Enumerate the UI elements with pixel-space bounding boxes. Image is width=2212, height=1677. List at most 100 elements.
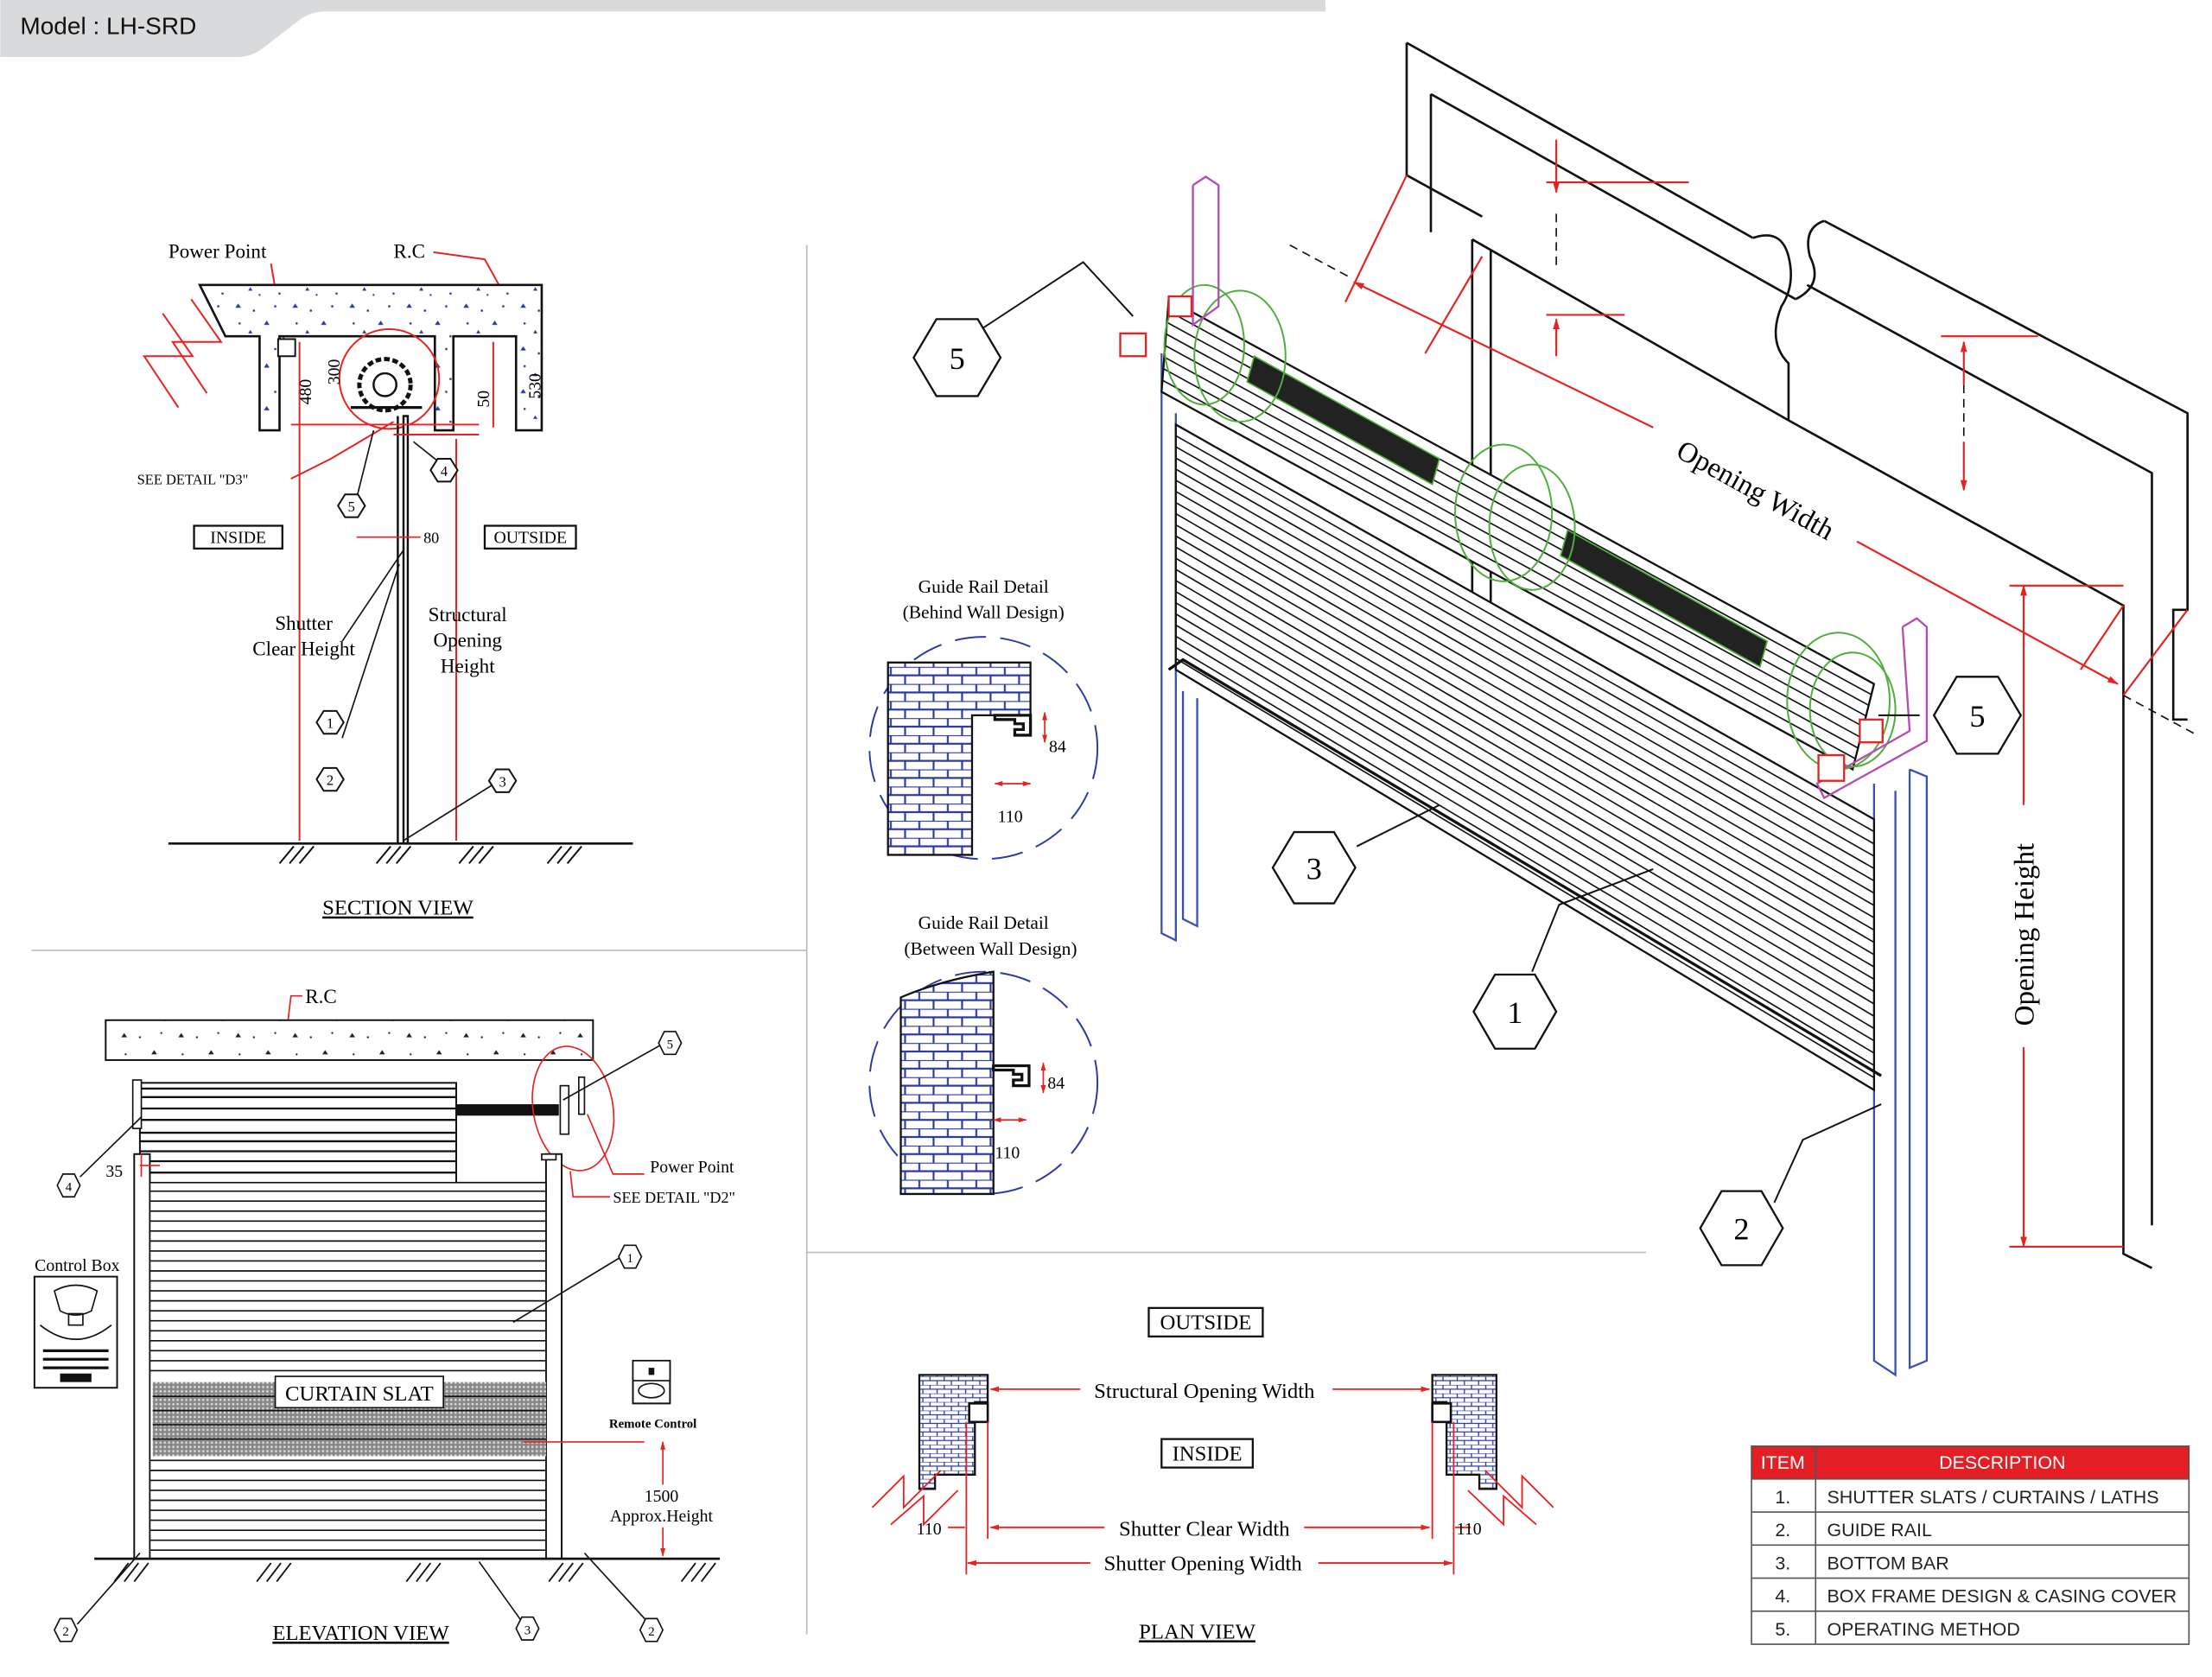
iso-callout-5-left: 5 bbox=[912, 318, 1002, 397]
guide-rail-detail-title: Guide Rail Detail bbox=[918, 576, 1049, 597]
section-power-point-label: Power Point bbox=[168, 239, 267, 262]
curtain-slats bbox=[149, 1190, 546, 1552]
elevation-callout-3: 3 bbox=[515, 1616, 540, 1641]
iso-brackets bbox=[1192, 175, 1929, 800]
model-header: Model : LH-SRD bbox=[0, 0, 1325, 57]
outside-label: OUTSIDE bbox=[493, 528, 567, 547]
drum bbox=[357, 357, 413, 413]
see-detail-d2: SEE DETAIL "D2" bbox=[613, 1189, 735, 1206]
table-row: 1. SHUTTER SLATS / CURTAINS / LATHS bbox=[1751, 1477, 2190, 1508]
plan-left-wall bbox=[918, 1374, 989, 1490]
structural-opening-height-2: Opening bbox=[433, 629, 502, 651]
section-callout-1: 1 bbox=[315, 709, 345, 735]
guide-rail-detail-behind: Guide Rail Detail (Behind Wall Design) 8… bbox=[868, 576, 1099, 861]
power-point-box bbox=[276, 338, 296, 358]
table-row: 2. GUIDE RAIL bbox=[1751, 1511, 2190, 1540]
section-rc-label: R.C bbox=[393, 239, 425, 262]
table-row: 3.BOTTOM BAR bbox=[1751, 1544, 2190, 1573]
section-view-title: SECTION VIEW bbox=[322, 897, 474, 920]
elevation-callout-2-right: 2 bbox=[639, 1617, 664, 1642]
dim-80: 80 bbox=[423, 529, 439, 546]
opening-width-label: Opening Width bbox=[1671, 435, 1840, 547]
svg-text:1: 1 bbox=[626, 1252, 632, 1266]
item-number: 1. bbox=[1775, 1487, 1790, 1508]
svg-text:2: 2 bbox=[62, 1625, 68, 1639]
dim-35: 35 bbox=[105, 1162, 123, 1181]
iso-callout-5-right: 5 bbox=[1932, 676, 2023, 755]
hatch-line bbox=[690, 1562, 707, 1583]
rc-beam bbox=[198, 283, 543, 432]
svg-text:2: 2 bbox=[327, 772, 334, 789]
svg-text:1: 1 bbox=[327, 715, 334, 732]
drum-line bbox=[1161, 379, 1856, 759]
structural-opening-height-1: Structural bbox=[429, 603, 507, 626]
curtain-section bbox=[402, 415, 410, 845]
iso-curtain bbox=[1174, 422, 1876, 1092]
outside-label-box bbox=[483, 524, 577, 550]
hatch-line bbox=[416, 1562, 432, 1583]
shutter-clear-height-1: Shutter bbox=[275, 612, 333, 634]
brick-wall bbox=[887, 661, 1032, 856]
iso-slat bbox=[1175, 580, 1875, 993]
structural-opening-width: Structural Opening Width bbox=[1094, 1380, 1315, 1403]
item-number: 2. bbox=[1775, 1520, 1790, 1540]
iso-callout-3: 3 bbox=[1271, 830, 1357, 905]
elevation-callout-2-left: 2 bbox=[54, 1617, 79, 1642]
coil-box bbox=[138, 1082, 457, 1187]
guide-rail-detail-subtitle: (Behind Wall Design) bbox=[903, 602, 1065, 623]
elevation-rc-label: R.C bbox=[305, 985, 337, 1007]
elevation-view-title: ELEVATION VIEW bbox=[272, 1622, 449, 1645]
svg-text:5: 5 bbox=[667, 1039, 673, 1052]
parts-table-header bbox=[1751, 1445, 2190, 1479]
table-row: 5.OPERATING METHOD bbox=[1751, 1610, 2190, 1640]
iso-slat bbox=[1175, 635, 1875, 1054]
item-description: BOX FRAME DESIGN & CASING COVER bbox=[1827, 1586, 2177, 1607]
iso-callout-2: 2 bbox=[1699, 1190, 1784, 1267]
elevation-callout-1: 1 bbox=[618, 1244, 643, 1269]
hatch-line bbox=[680, 1562, 696, 1583]
approx-height-value: 1500 bbox=[645, 1487, 679, 1506]
hatch-line bbox=[548, 1562, 564, 1583]
header-tab bbox=[0, 0, 1325, 57]
iso-slat bbox=[1175, 602, 1875, 1017]
section-callout-2: 2 bbox=[315, 766, 345, 792]
iso-slat bbox=[1175, 624, 1875, 1042]
curtain-slat-label-box bbox=[274, 1375, 444, 1409]
item-description: SHUTTER SLATS / CURTAINS / LATHS bbox=[1827, 1487, 2158, 1508]
left-guide-rail bbox=[133, 1153, 151, 1560]
svg-text:2: 2 bbox=[1733, 1212, 1749, 1247]
svg-text:4: 4 bbox=[441, 463, 448, 480]
inside-label-box bbox=[193, 524, 283, 550]
plan-dim-left: 110 bbox=[917, 1520, 942, 1539]
section-callout-5: 5 bbox=[336, 493, 366, 518]
approx-height-label: Approx.Height bbox=[610, 1507, 714, 1526]
coil-lines bbox=[139, 1087, 457, 1174]
hatch-line bbox=[265, 1562, 282, 1583]
svg-text:5: 5 bbox=[950, 341, 965, 376]
elevation-callout-4: 4 bbox=[56, 1173, 81, 1198]
item-number: 3. bbox=[1775, 1553, 1790, 1573]
iso-slat bbox=[1175, 468, 1875, 869]
svg-text:5: 5 bbox=[1969, 699, 1985, 734]
guide-rail-detail-title: Guide Rail Detail bbox=[918, 912, 1049, 933]
iso-slat bbox=[1175, 446, 1875, 845]
guide-rail-detail-subtitle: (Between Wall Design) bbox=[904, 938, 1077, 959]
iso-motor-mounts bbox=[1119, 295, 1884, 782]
plan-inside-label: INSIDE bbox=[1173, 1442, 1243, 1465]
detail-d2-circle bbox=[531, 1045, 615, 1172]
iso-slat bbox=[1175, 569, 1875, 981]
control-box-icon bbox=[33, 1275, 118, 1389]
plan-outside-label: OUTSIDE bbox=[1160, 1312, 1252, 1335]
hatch-line bbox=[133, 1562, 149, 1583]
iso-slat bbox=[1175, 657, 1875, 1079]
item-description: GUIDE RAIL bbox=[1827, 1520, 1932, 1540]
header-item: ITEM bbox=[1761, 1452, 1805, 1473]
dim-110: 110 bbox=[998, 808, 1023, 827]
plan-view-title: PLAN VIEW bbox=[1139, 1620, 1255, 1643]
iso-slat bbox=[1175, 646, 1875, 1066]
iso-callout-1: 1 bbox=[1472, 973, 1558, 1050]
rc-lintel bbox=[105, 1019, 594, 1061]
opening-height-label: Opening Height bbox=[2010, 843, 2041, 1026]
iso-slat bbox=[1175, 435, 1875, 833]
hatch-line bbox=[700, 1562, 716, 1583]
